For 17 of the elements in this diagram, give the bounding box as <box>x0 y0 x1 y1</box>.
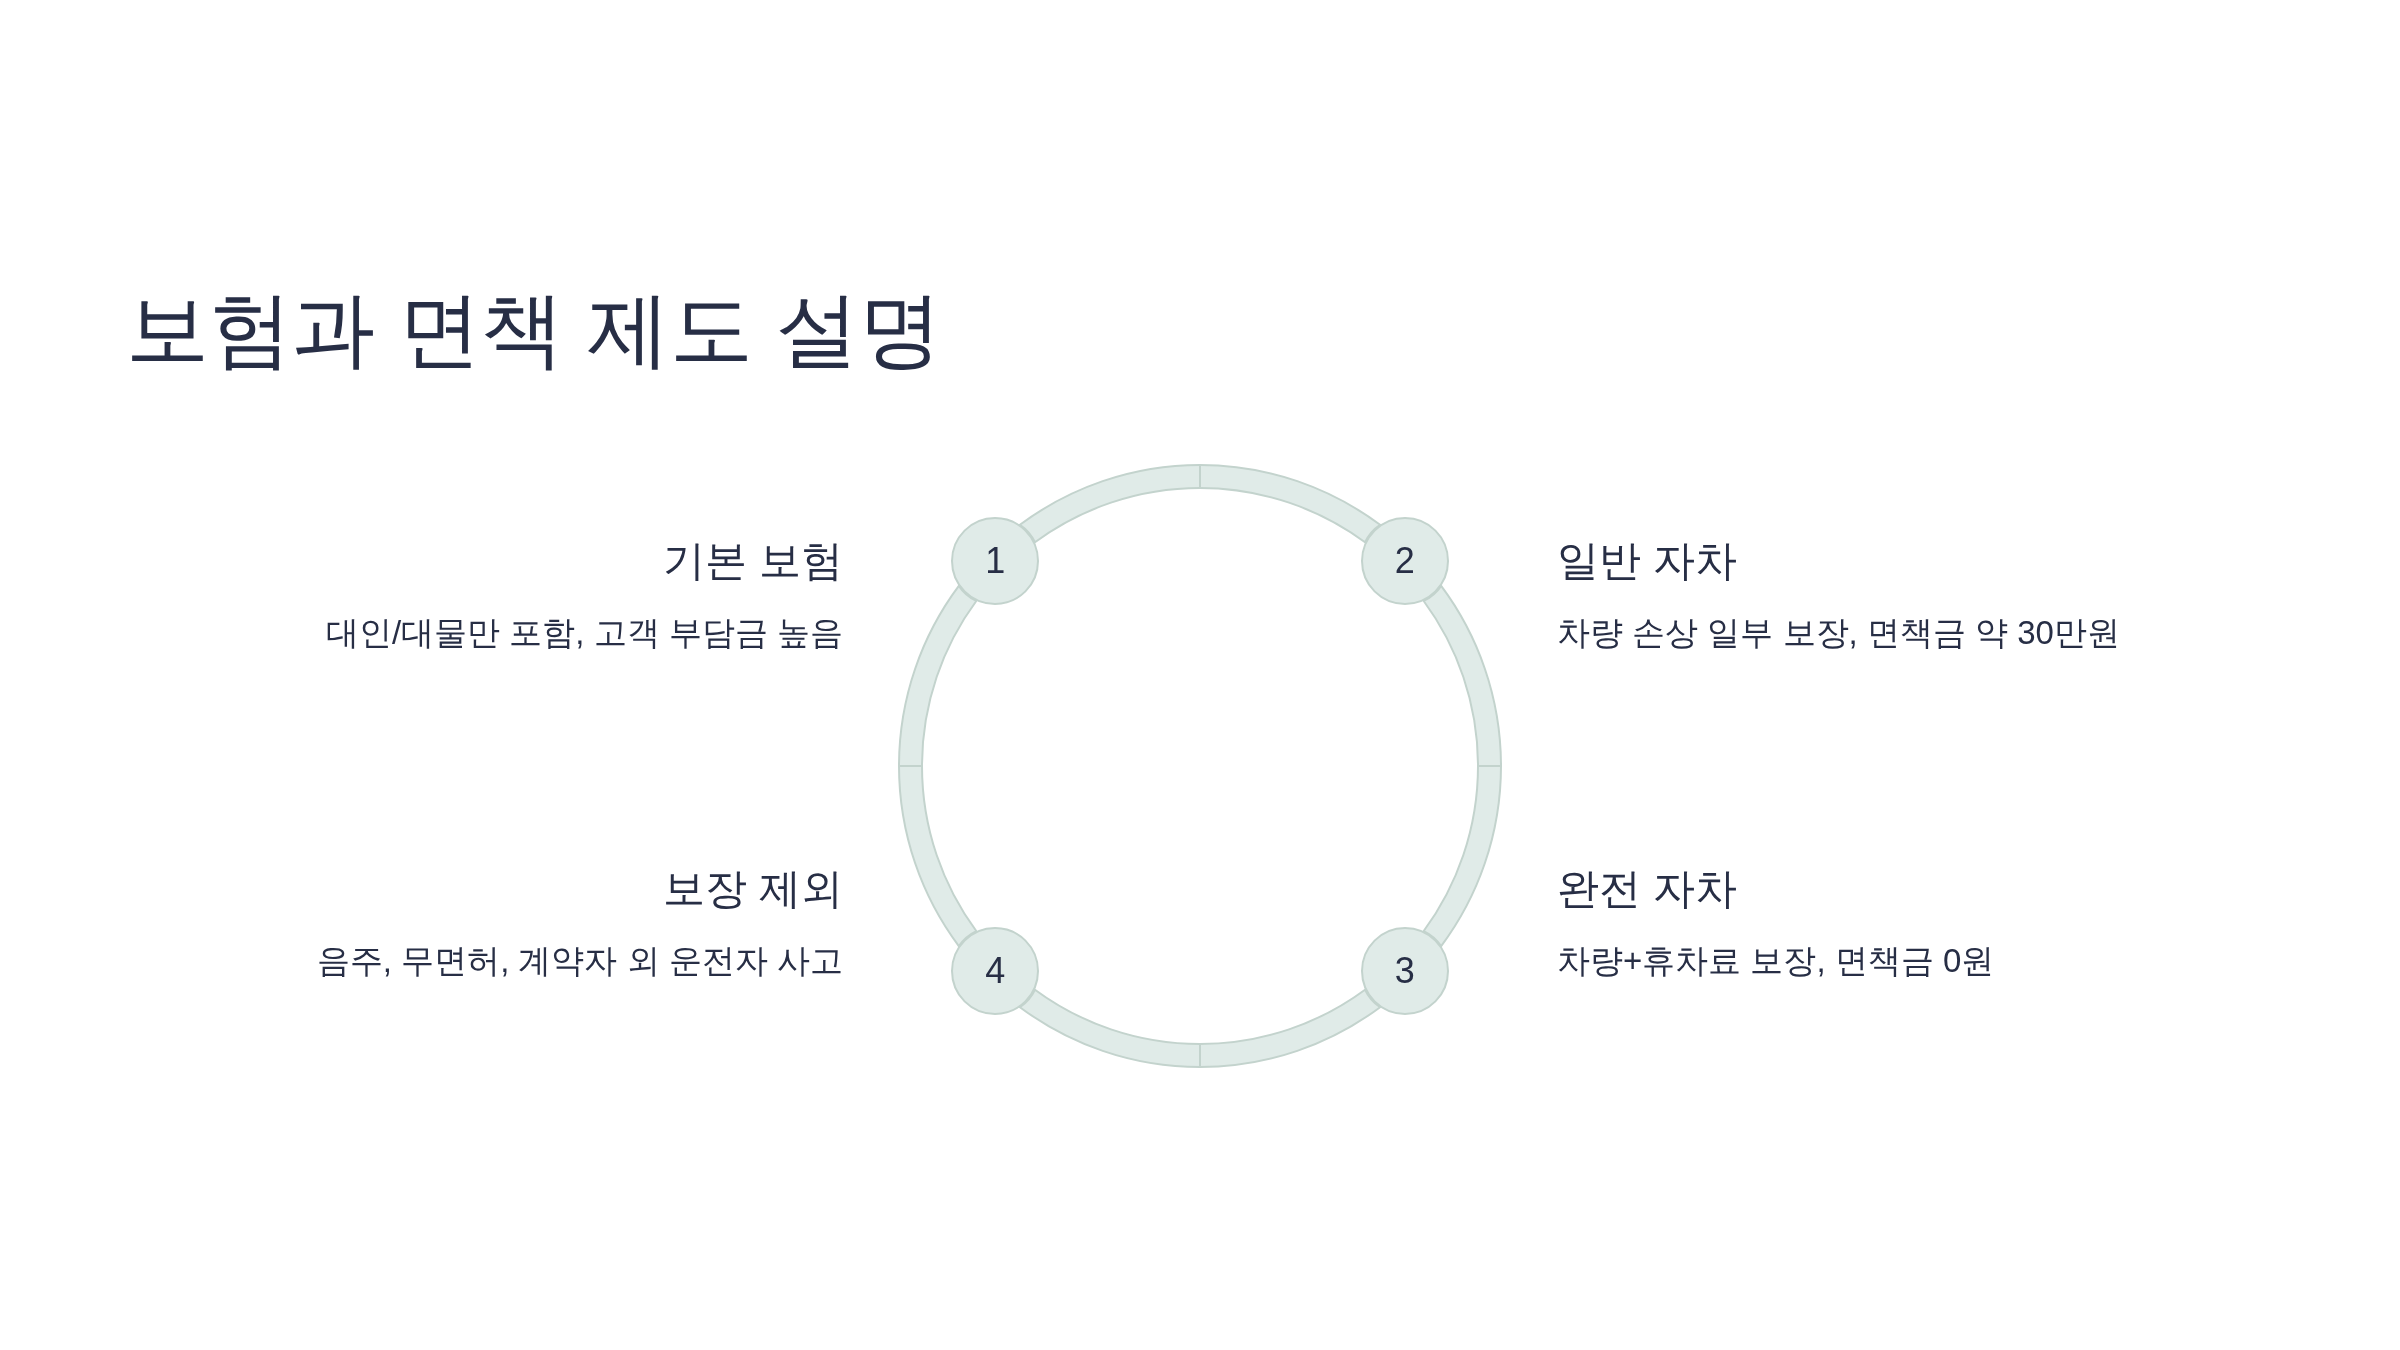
ring-arc <box>1422 584 1502 948</box>
number-circle: 1 <box>951 517 1040 606</box>
ring-arc <box>1018 988 1382 1068</box>
item-heading: 일반 자차 <box>1557 536 1737 586</box>
item-heading: 기본 보험 <box>663 536 843 586</box>
number-circle: 4 <box>951 926 1040 1015</box>
item-description: 음주, 무면허, 계약자 외 운전자 사고 <box>316 941 843 981</box>
item-heading: 보장 제외 <box>663 864 843 914</box>
item-description: 대인/대물만 포함, 고객 부담금 높음 <box>326 613 843 653</box>
ring-arc <box>1018 464 1382 544</box>
title: 보험과 면책 제도 설명 <box>126 282 943 378</box>
number-circle: 3 <box>1360 926 1449 1015</box>
item-heading: 완전 자차 <box>1557 864 1737 914</box>
item-description: 차량+휴차료 보장, 면책금 0원 <box>1557 941 1995 981</box>
item-description: 차량 손상 일부 보장, 면책금 약 30만원 <box>1557 613 2120 653</box>
number-circle: 2 <box>1360 517 1449 606</box>
ring-arc <box>898 584 978 948</box>
